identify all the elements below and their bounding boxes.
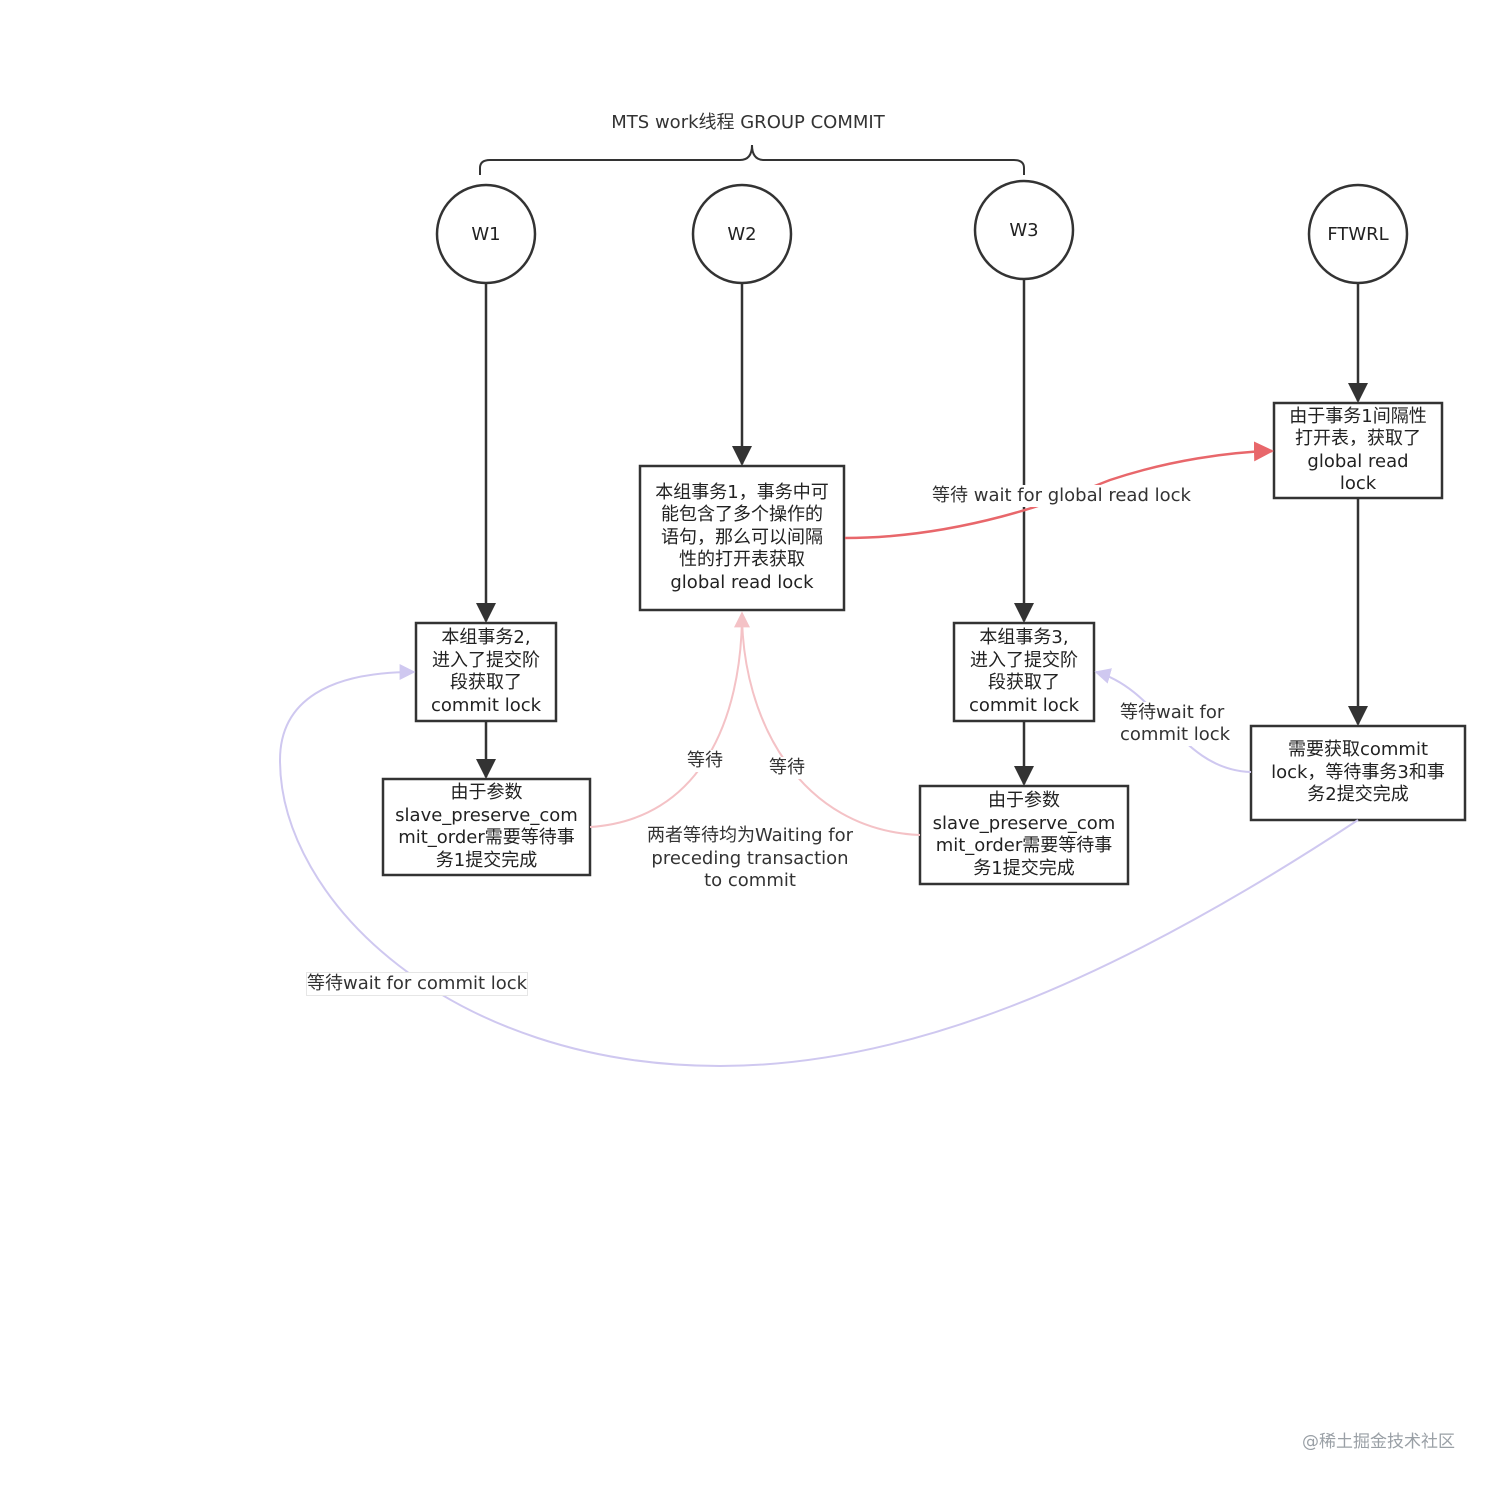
ftwrl-need-box: [1249, 724, 1467, 822]
label-wait-right: 等待: [769, 757, 805, 779]
ftwrl-need-text: 需要获取commit lock，等待事务3和事 务2提交完成: [1271, 739, 1445, 806]
edge-w1wait-to-txn1: [589, 611, 750, 828]
w3-txn3-text: 本组事务3, 进入了提交阶 段获取了 commit lock: [968, 627, 1080, 716]
label-wait-commit-lock-w1: 等待wait for commit lock: [305, 972, 529, 996]
ftwrl-label: FTWRL: [1327, 223, 1389, 245]
w1-label: W1: [471, 223, 501, 245]
waiting-note: 两者等待均为Waiting for preceding transaction …: [646, 825, 854, 891]
edge-wait-global-read-lock: [844, 441, 1274, 540]
w3-wait-text: 由于参数 slave_preserve_com mit_order需要等待事 务…: [932, 790, 1116, 879]
edge-need-to-txn2: [278, 664, 1359, 1068]
w1-txn2-text: 本组事务2, 进入了提交阶 段获取了 commit lock: [430, 627, 542, 716]
label-wait-global-read-lock: 等待 wait for global read lock: [932, 485, 1191, 507]
w2-txn1-box: [638, 464, 846, 612]
watermark: @稀土掘金技术社区: [1302, 1432, 1455, 1452]
label-wait-left: 等待: [687, 750, 723, 772]
w3-label: W3: [1009, 219, 1039, 241]
diagram-title: MTS work线程 GROUP COMMIT: [611, 112, 885, 133]
edge-w3wait-to-txn1: [741, 612, 921, 836]
w1-wait-text: 由于参数 slave_preserve_com mit_order需要等待事 务…: [395, 782, 578, 871]
group-brace: [479, 144, 1025, 175]
w1-wait-box: [381, 777, 592, 877]
label-wait-commit-lock-w3: 等待wait for commit lock: [1120, 702, 1231, 746]
ftwrl-grl-text: 由于事务1间隔性 打开表，获取了 global read lock: [1289, 405, 1427, 495]
w2-label: W2: [727, 223, 757, 245]
w2-txn1-text: 本组事务1，事务中可 能包含了多个操作的 语句，那么可以间隔 性的打开表获取 g…: [655, 481, 829, 593]
